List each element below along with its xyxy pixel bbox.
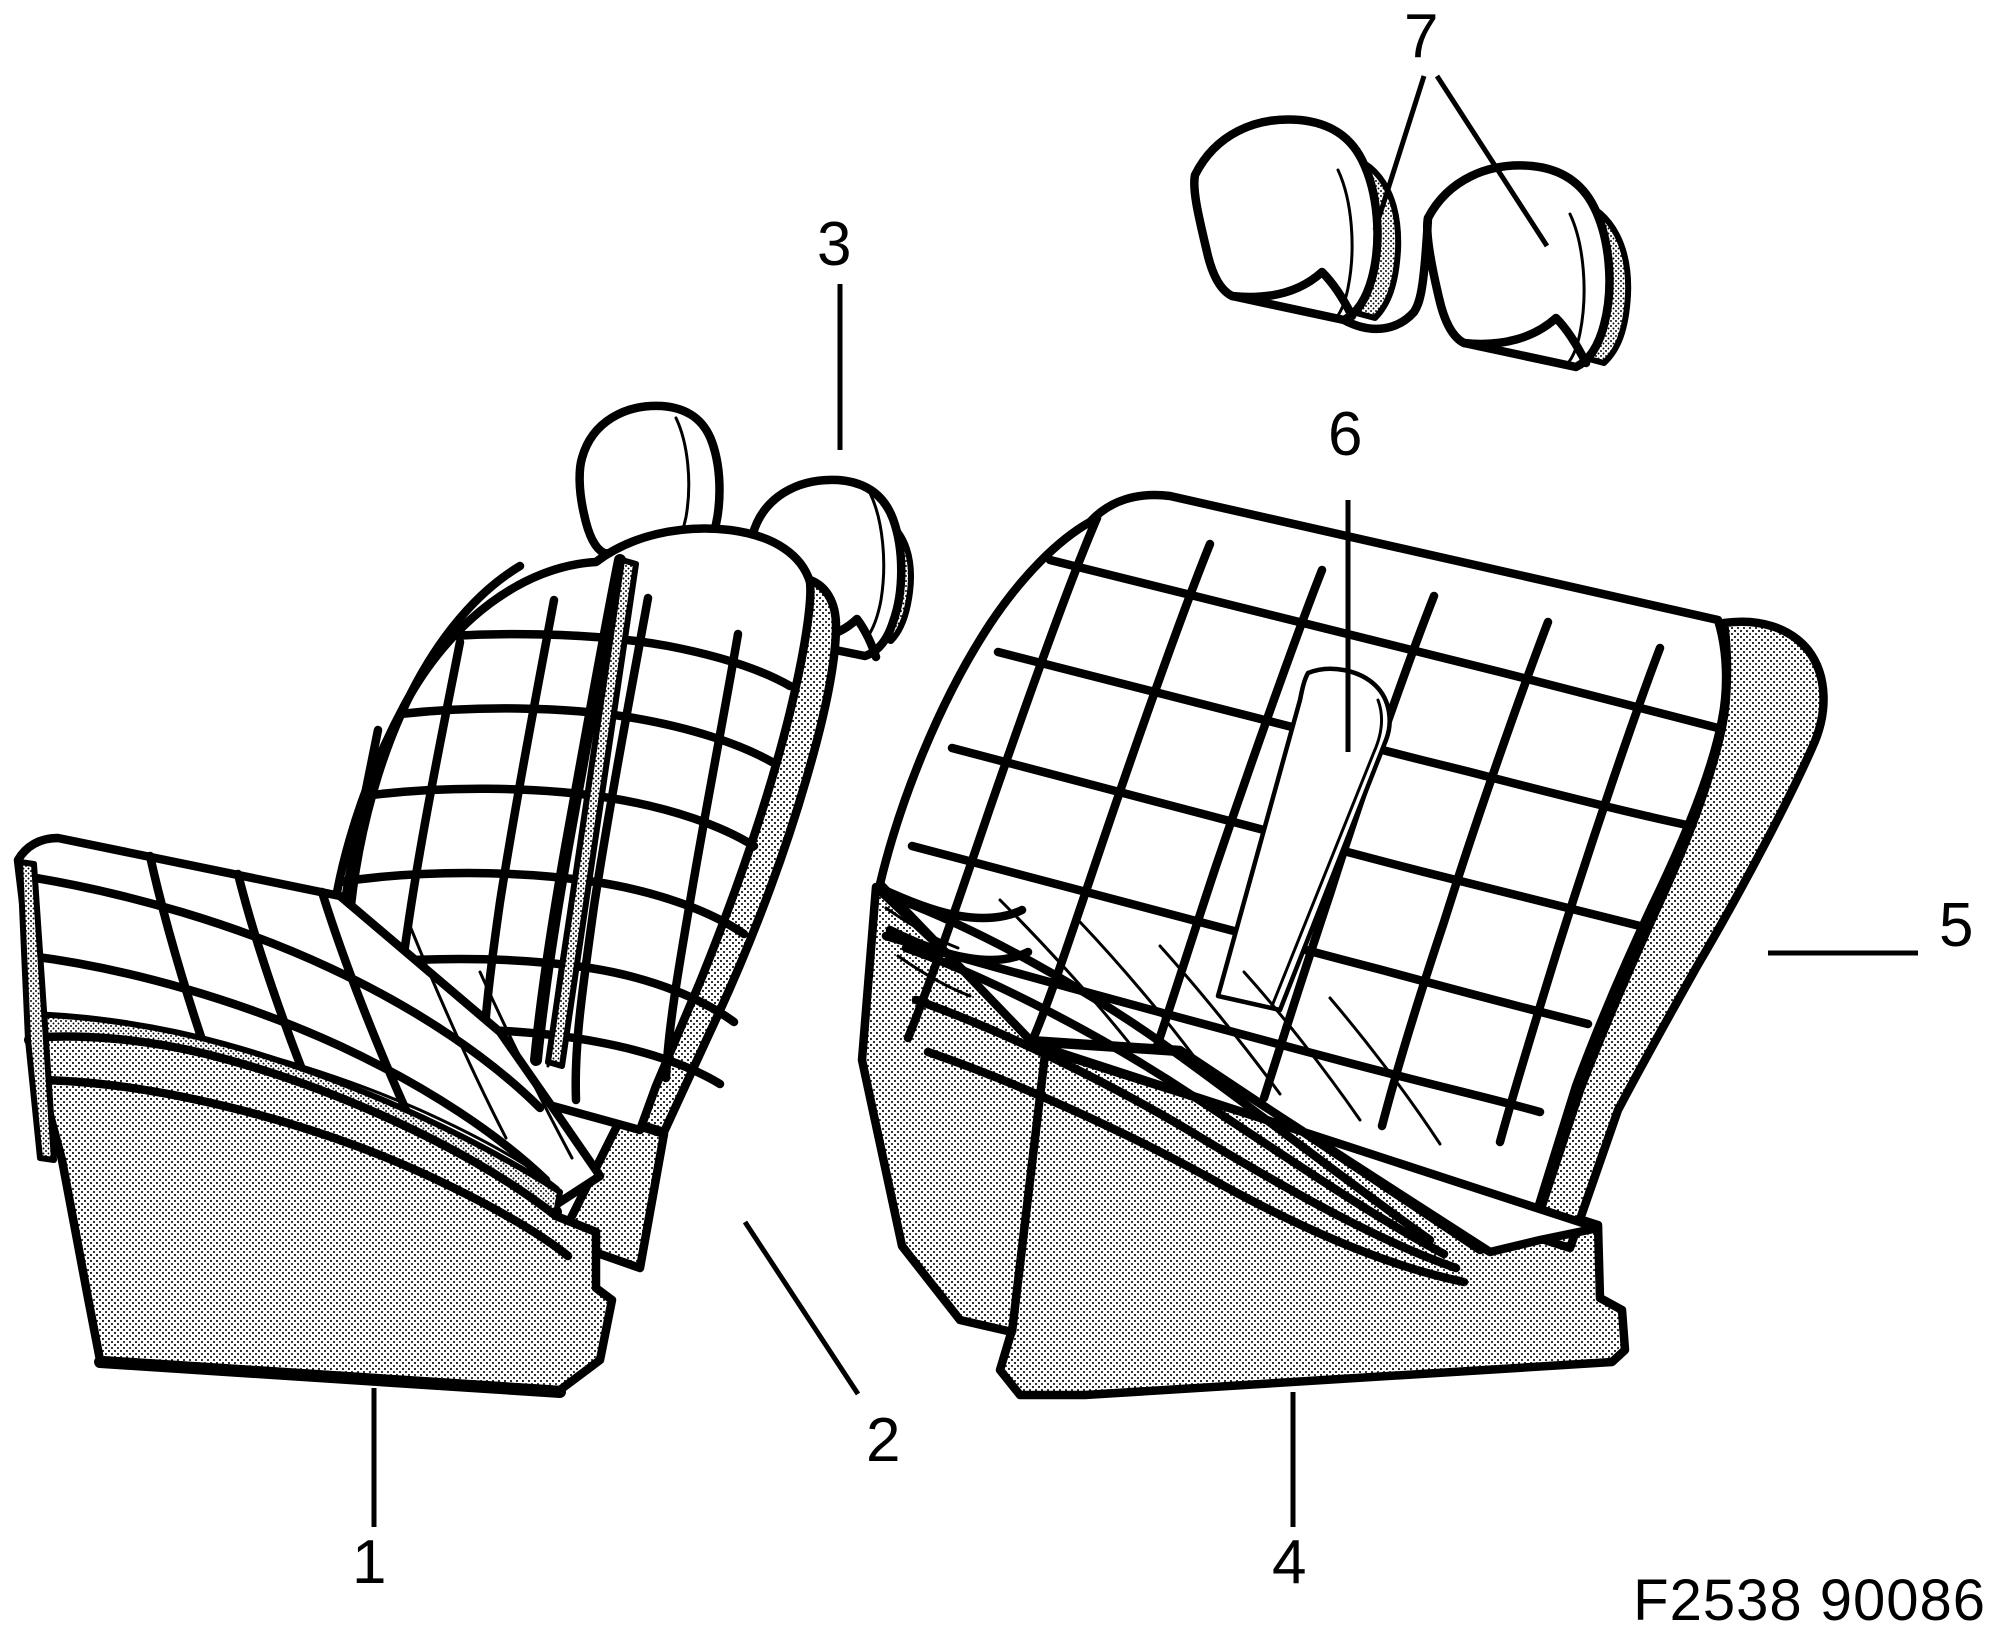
callout-2-leader bbox=[742, 1220, 861, 1396]
callout-label-6: 6 bbox=[1328, 400, 1363, 469]
callout-label-3: 3 bbox=[817, 210, 852, 279]
rear-head-restraint-left-foot bbox=[1227, 267, 1357, 321]
rear-head-restraint-left-crease bbox=[1334, 168, 1354, 320]
rear-head-restraints-group bbox=[1190, 74, 1632, 372]
callout-label-7: 7 bbox=[1404, 2, 1439, 71]
callout-7-leader-right bbox=[1434, 74, 1550, 248]
rear-seat-centre-armrest-edge bbox=[1270, 698, 1383, 1008]
figure-code: F2538 90086 bbox=[1633, 1568, 1986, 1633]
rear-seat-cushion-base bbox=[995, 1043, 1630, 1400]
front-base-bottom-outline bbox=[94, 1356, 566, 1398]
front-seat-left-sliver bbox=[17, 859, 57, 1163]
callout-label-2: 2 bbox=[866, 1406, 901, 1475]
rear-squab-left-scallops bbox=[875, 883, 1033, 998]
rear-head-restraint-right-crease bbox=[1566, 212, 1586, 365]
rear-backrest-quilting-columns bbox=[903, 513, 1665, 1147]
front-backrest-centre-split bbox=[530, 554, 626, 1066]
callout-label-5: 5 bbox=[1939, 891, 1974, 960]
rear-head-restraint-right bbox=[1422, 161, 1614, 372]
callout-7-leader-left bbox=[1372, 75, 1427, 231]
callout-label-4: 4 bbox=[1272, 1528, 1307, 1597]
rear-head-restraint-left bbox=[1190, 115, 1382, 325]
front-backrest-left-bolster bbox=[345, 561, 525, 921]
front-head-restraint-right-crease bbox=[868, 491, 886, 635]
front-seat-cushion-base bbox=[25, 1032, 617, 1395]
front-bucket-seat-group bbox=[13, 524, 861, 1527]
rear-bench-seat-group bbox=[857, 490, 1918, 1527]
front-backrest-split-shade bbox=[545, 557, 639, 1069]
rear-head-restraints-saddle bbox=[1339, 213, 1433, 334]
front-base-top-edge bbox=[35, 1075, 573, 1261]
rear-squab-ridges bbox=[895, 895, 1469, 1287]
callout-label-1: 1 bbox=[352, 1528, 387, 1597]
